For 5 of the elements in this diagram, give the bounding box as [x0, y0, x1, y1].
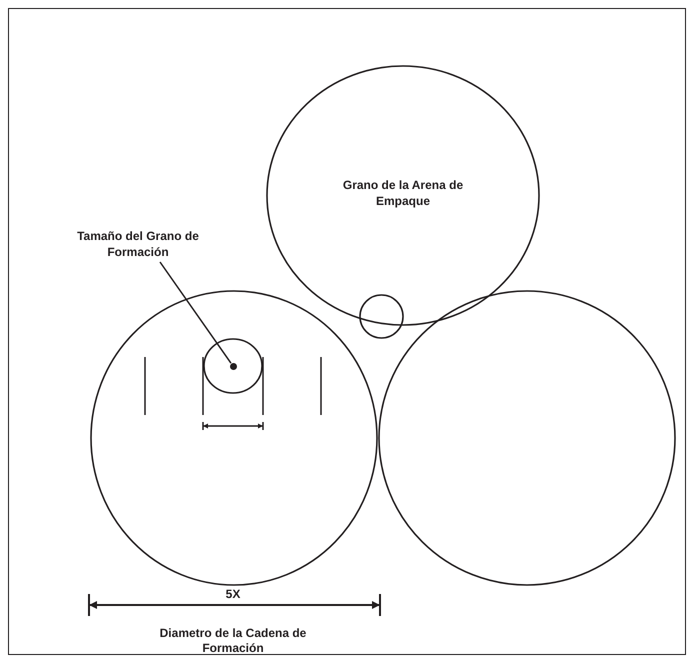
- leader-line: [159, 262, 232, 364]
- dimension-caption: Diametro de la Cadena de Formación: [158, 626, 308, 656]
- callout-text: Tamaño del Grano de Formación: [76, 228, 200, 260]
- node-text: Grano de la Arena de Empaque: [342, 177, 464, 209]
- dimension-text: 5X: [224, 587, 242, 602]
